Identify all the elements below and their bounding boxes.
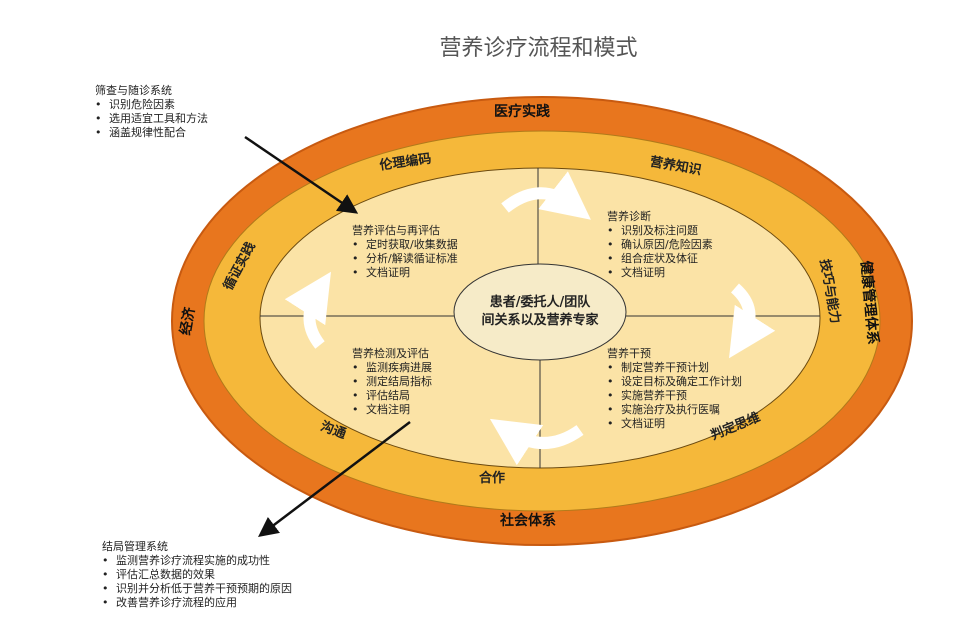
label-ethics-code: 伦理编码: [379, 150, 433, 173]
list-item: 评估汇总数据的效果: [102, 568, 292, 582]
arrow-screening: [244, 135, 359, 214]
list-item: 定时获取/收集数据: [352, 238, 458, 252]
list-item: 改善营养诊疗流程的应用: [102, 596, 292, 610]
cycle-arrow-right: [729, 283, 776, 359]
quadrant-title: 营养诊断: [607, 210, 651, 223]
list-item: 识别及标注问题: [607, 224, 713, 238]
list-item: 涵盖规律性配合: [95, 126, 208, 140]
list-item: 实施治疗及执行医嘱: [607, 403, 742, 417]
list-item: 识别并分析低于营养干预预期的原因: [102, 582, 292, 596]
list-item: 制定营养干预计划: [607, 361, 742, 375]
label-social-system: 社会体系: [499, 512, 556, 529]
list-item: 设定目标及确定工作计划: [607, 375, 742, 389]
list-item: 文档注明: [352, 403, 432, 417]
cycle-arrow-top: [501, 171, 591, 220]
quadrant-title: 营养干预: [607, 347, 651, 360]
center-line1: 患者/委托人/团队: [490, 294, 591, 310]
list-item: 文档证明: [352, 266, 458, 280]
list-item: 实施营养干预: [607, 389, 742, 403]
screening-title: 筛查与随诊系统: [95, 84, 172, 97]
list-item: 选用适宜工具和方法: [95, 112, 208, 126]
list-item: 测定结局指标: [352, 375, 432, 389]
cycle-arrow-left: [284, 271, 331, 349]
label-medical-practice: 医疗实践: [494, 103, 550, 120]
list-item: 确认原因/危险因素: [607, 238, 713, 252]
screening-system: 筛查与随诊系统 识别危险因素选用适宜工具和方法涵盖规律性配合: [95, 84, 208, 140]
label-economy: 经济: [177, 305, 199, 337]
list-item: 文档证明: [607, 266, 713, 280]
center-ellipse: [453, 263, 627, 361]
quadrant-assessment: 营养评估与再评估 定时获取/收集数据分析/解读循证标准文档证明: [352, 224, 458, 280]
quadrant-title: 营养检测及评估: [352, 347, 429, 360]
list-item: 组合症状及体征: [607, 252, 713, 266]
list-item: 识别危险因素: [95, 98, 208, 112]
quadrant-diagnosis: 营养诊断 识别及标注问题确认原因/危险因素组合症状及体征文档证明: [607, 210, 713, 280]
center-line2: 间关系以及营养专家: [481, 312, 599, 328]
list-item: 监测疾病进展: [352, 361, 432, 375]
label-collaboration: 合作: [479, 470, 505, 486]
page-title: 营养诊疗流程和模式: [439, 36, 638, 61]
list-item: 文档证明: [607, 417, 742, 431]
cycle-arrow-bottom: [489, 418, 584, 466]
quadrant-intervention: 营养干预 制定营养干预计划设定目标及确定工作计划实施营养干预实施治疗及执行医嘱文…: [607, 347, 742, 431]
quadrant-monitoring: 营养检测及评估 监测疾病进展测定结局指标评估结局文档注明: [352, 347, 432, 417]
outcome-system: 结局管理系统 监测营养诊疗流程实施的成功性评估汇总数据的效果识别并分析低于营养干…: [102, 540, 292, 610]
list-item: 分析/解读循证标准: [352, 252, 458, 266]
arrow-outcome: [258, 421, 411, 538]
outcome-title: 结局管理系统: [102, 540, 168, 553]
quadrant-title: 营养评估与再评估: [352, 224, 440, 237]
list-item: 评估结局: [352, 389, 432, 403]
list-item: 监测营养诊疗流程实施的成功性: [102, 554, 292, 568]
